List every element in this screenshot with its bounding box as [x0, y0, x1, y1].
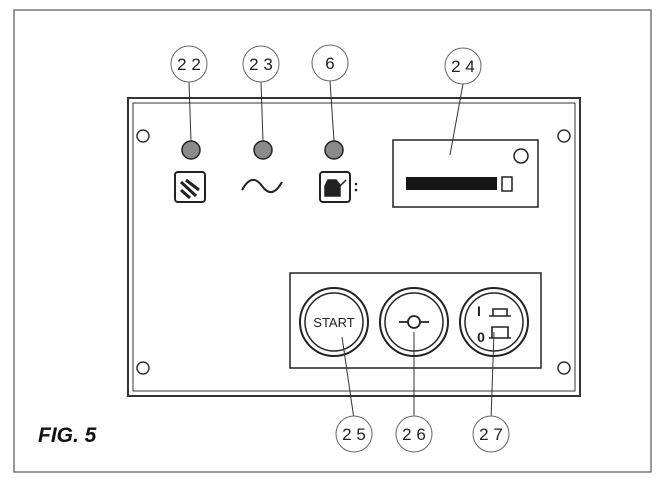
mounting-screw-bottom-left	[136, 361, 150, 375]
figure-caption: FIG. 5	[38, 424, 97, 447]
ac-wave-icon	[241, 179, 283, 193]
svg-text:2 4: 2 4	[451, 57, 475, 76]
display-small-indicator	[501, 176, 513, 192]
leader-lines	[188, 80, 495, 420]
reset-target-icon	[399, 315, 429, 329]
svg-text:2 3: 2 3	[249, 55, 273, 74]
start-button[interactable]: START	[299, 287, 369, 357]
callout-23: 2 3	[242, 45, 280, 83]
scissors-hand-icon	[174, 171, 206, 203]
control-panel-inner-border	[132, 102, 576, 392]
callout-25: 2 5	[335, 415, 373, 453]
indicator-lamp-23	[253, 140, 273, 160]
mounting-screw-top-left	[136, 129, 150, 143]
mounting-screw-bottom-right	[557, 361, 571, 375]
indicator-lamp-22	[181, 140, 201, 160]
svg-text:2 2: 2 2	[177, 55, 201, 74]
display-level-bar	[406, 177, 497, 190]
oil-can-icon	[319, 171, 358, 203]
svg-text:2 5: 2 5	[342, 425, 366, 444]
start-button-label: START	[313, 315, 354, 330]
power-switch-icon: I 0	[477, 303, 511, 345]
svg-text:2 6: 2 6	[402, 425, 426, 444]
callout-22: 2 2	[170, 45, 208, 83]
display-window	[392, 139, 539, 208]
power-on-symbol: I	[477, 303, 481, 319]
figure-frame	[13, 9, 652, 473]
callout-26: 2 6	[395, 415, 433, 453]
callout-6: 6	[311, 44, 349, 82]
mounting-screw-top-right	[557, 129, 571, 143]
power-switch-button[interactable]: I 0	[459, 287, 529, 357]
display-led	[513, 148, 529, 164]
svg-text:2 7: 2 7	[479, 425, 503, 444]
callout-24: 2 4	[444, 47, 482, 85]
indicator-lamp-6	[324, 140, 344, 160]
svg-text:6: 6	[325, 54, 334, 73]
callout-27: 2 7	[472, 415, 510, 453]
power-off-symbol: 0	[477, 329, 485, 345]
